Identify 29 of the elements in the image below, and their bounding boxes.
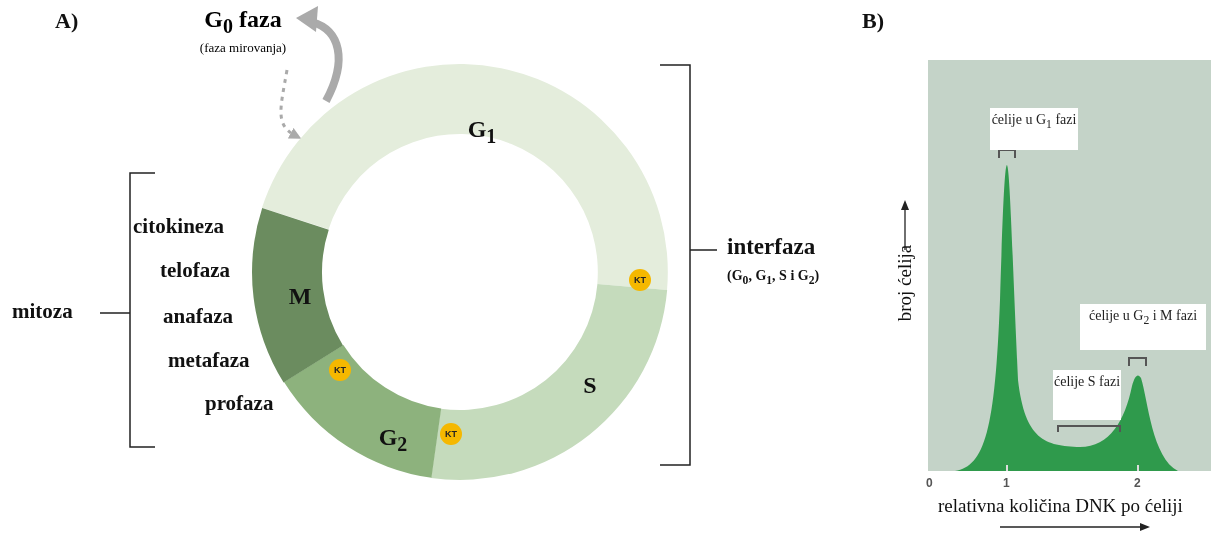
bracket-sublabel: (G$_{0}$, G$_{1}$, S i G$_{2}$)	[727, 268, 820, 287]
phase-segment	[283, 345, 441, 478]
phase-label: G$_{2}$	[378, 424, 408, 456]
phase-subtitle: (faza mirovanja)	[198, 39, 288, 56]
phase-segment	[262, 64, 668, 291]
phase-name: metafaza	[168, 348, 250, 373]
annotation-box: ćelije u G$_{1}$ fazi	[990, 108, 1078, 150]
phase-title: G$_{0}$ faza	[203, 6, 283, 38]
arrow	[279, 69, 302, 140]
phase-name: telofaza	[160, 258, 230, 283]
axis-tick-label: 1	[1003, 476, 1010, 490]
arrow	[296, 6, 343, 103]
phase-name: citokineza	[133, 214, 224, 239]
phase-label: G$_{1}$	[467, 116, 497, 148]
bracket-label: mitoza	[12, 299, 73, 324]
phase-name: anafaza	[163, 304, 233, 329]
phase-segment	[431, 284, 668, 480]
panel-label: B)	[862, 8, 884, 34]
annotation-box: ćelije S fazi	[1053, 370, 1121, 420]
axis-title: relativna količina DNK po ćeliji	[938, 495, 1183, 517]
phase-name: profaza	[205, 391, 274, 416]
axis-tick-label: 2	[1134, 476, 1141, 490]
bracket-label: interfaza	[727, 234, 816, 260]
phase-label: S	[583, 371, 597, 399]
axis-title: broj ćelija	[894, 244, 916, 322]
phase-label: M	[288, 282, 312, 310]
panel-label: A)	[55, 8, 79, 34]
annotation-box: ćelije u G$_{2}$ i M fazi	[1080, 304, 1206, 350]
axis-tick-label: 0	[926, 476, 933, 490]
